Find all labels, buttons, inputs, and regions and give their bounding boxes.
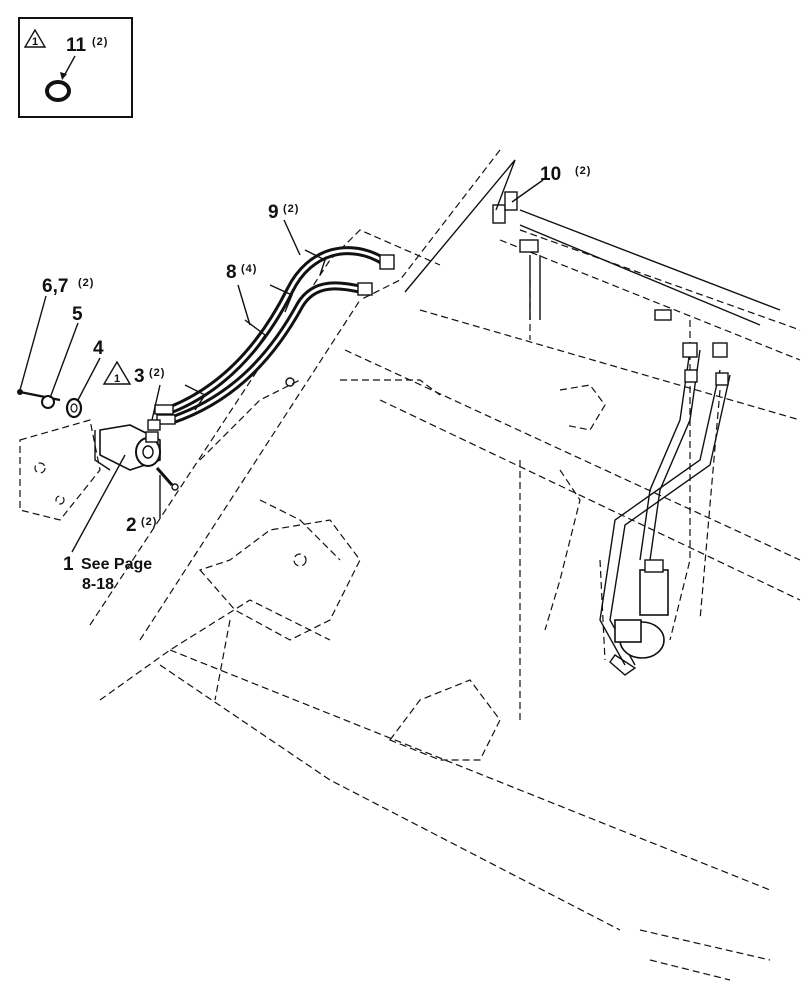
callout-5: 5 xyxy=(72,304,83,325)
callout-2: 2 (2) xyxy=(126,515,157,536)
callout-9: 9 (2) xyxy=(268,202,299,223)
callout-1: 1 See Page 8-18 xyxy=(63,554,152,593)
warning-triangle-icon: 1 xyxy=(23,28,47,48)
svg-text:3: 3 xyxy=(134,366,145,387)
svg-text:1: 1 xyxy=(63,554,74,575)
page-reference: 8-18 xyxy=(82,576,114,593)
svg-text:5: 5 xyxy=(72,304,83,325)
washer-icon xyxy=(41,395,55,409)
right-hose-assembly xyxy=(492,191,781,676)
svg-text:(2): (2) xyxy=(141,516,157,528)
svg-text:2: 2 xyxy=(126,515,137,536)
pin-icon xyxy=(155,467,179,491)
motor-icon xyxy=(94,424,161,471)
svg-text:See Page: See Page xyxy=(81,556,152,573)
hydraulic-motor-icon xyxy=(609,559,669,676)
svg-text:4: 4 xyxy=(93,338,104,359)
svg-text:8: 8 xyxy=(226,262,237,283)
svg-text:10: 10 xyxy=(540,164,561,185)
callout-3: 1 3 (2) xyxy=(102,360,165,387)
svg-text:(4): (4) xyxy=(241,263,257,275)
svg-text:6,7: 6,7 xyxy=(42,276,68,297)
callout-8: 8 (4) xyxy=(226,262,257,283)
svg-text:1: 1 xyxy=(32,36,38,48)
left-motor-assembly xyxy=(17,389,179,491)
svg-text:(2): (2) xyxy=(78,277,94,289)
spacer-icon xyxy=(65,397,83,419)
inset-box: 1 11 (2) xyxy=(18,17,133,118)
header-frame xyxy=(19,149,801,981)
svg-text:(2): (2) xyxy=(575,165,591,177)
callout-10: 10 (2) xyxy=(540,164,591,185)
svg-text:9: 9 xyxy=(268,202,279,223)
warning-triangle-icon: 1 xyxy=(102,360,132,385)
o-ring-icon xyxy=(45,80,71,102)
callout-11-number: 11 xyxy=(66,35,87,56)
fitting-icon xyxy=(145,419,161,443)
svg-text:(2): (2) xyxy=(283,203,299,215)
callout-11-qty: (2) xyxy=(92,36,108,48)
callout-6-7: 6,7 (2) xyxy=(42,276,94,297)
leader-lines xyxy=(19,159,544,553)
callout-4: 4 xyxy=(93,338,104,359)
svg-text:1: 1 xyxy=(114,373,120,385)
hydraulic-hoses xyxy=(154,246,395,425)
svg-text:(2): (2) xyxy=(149,367,165,379)
